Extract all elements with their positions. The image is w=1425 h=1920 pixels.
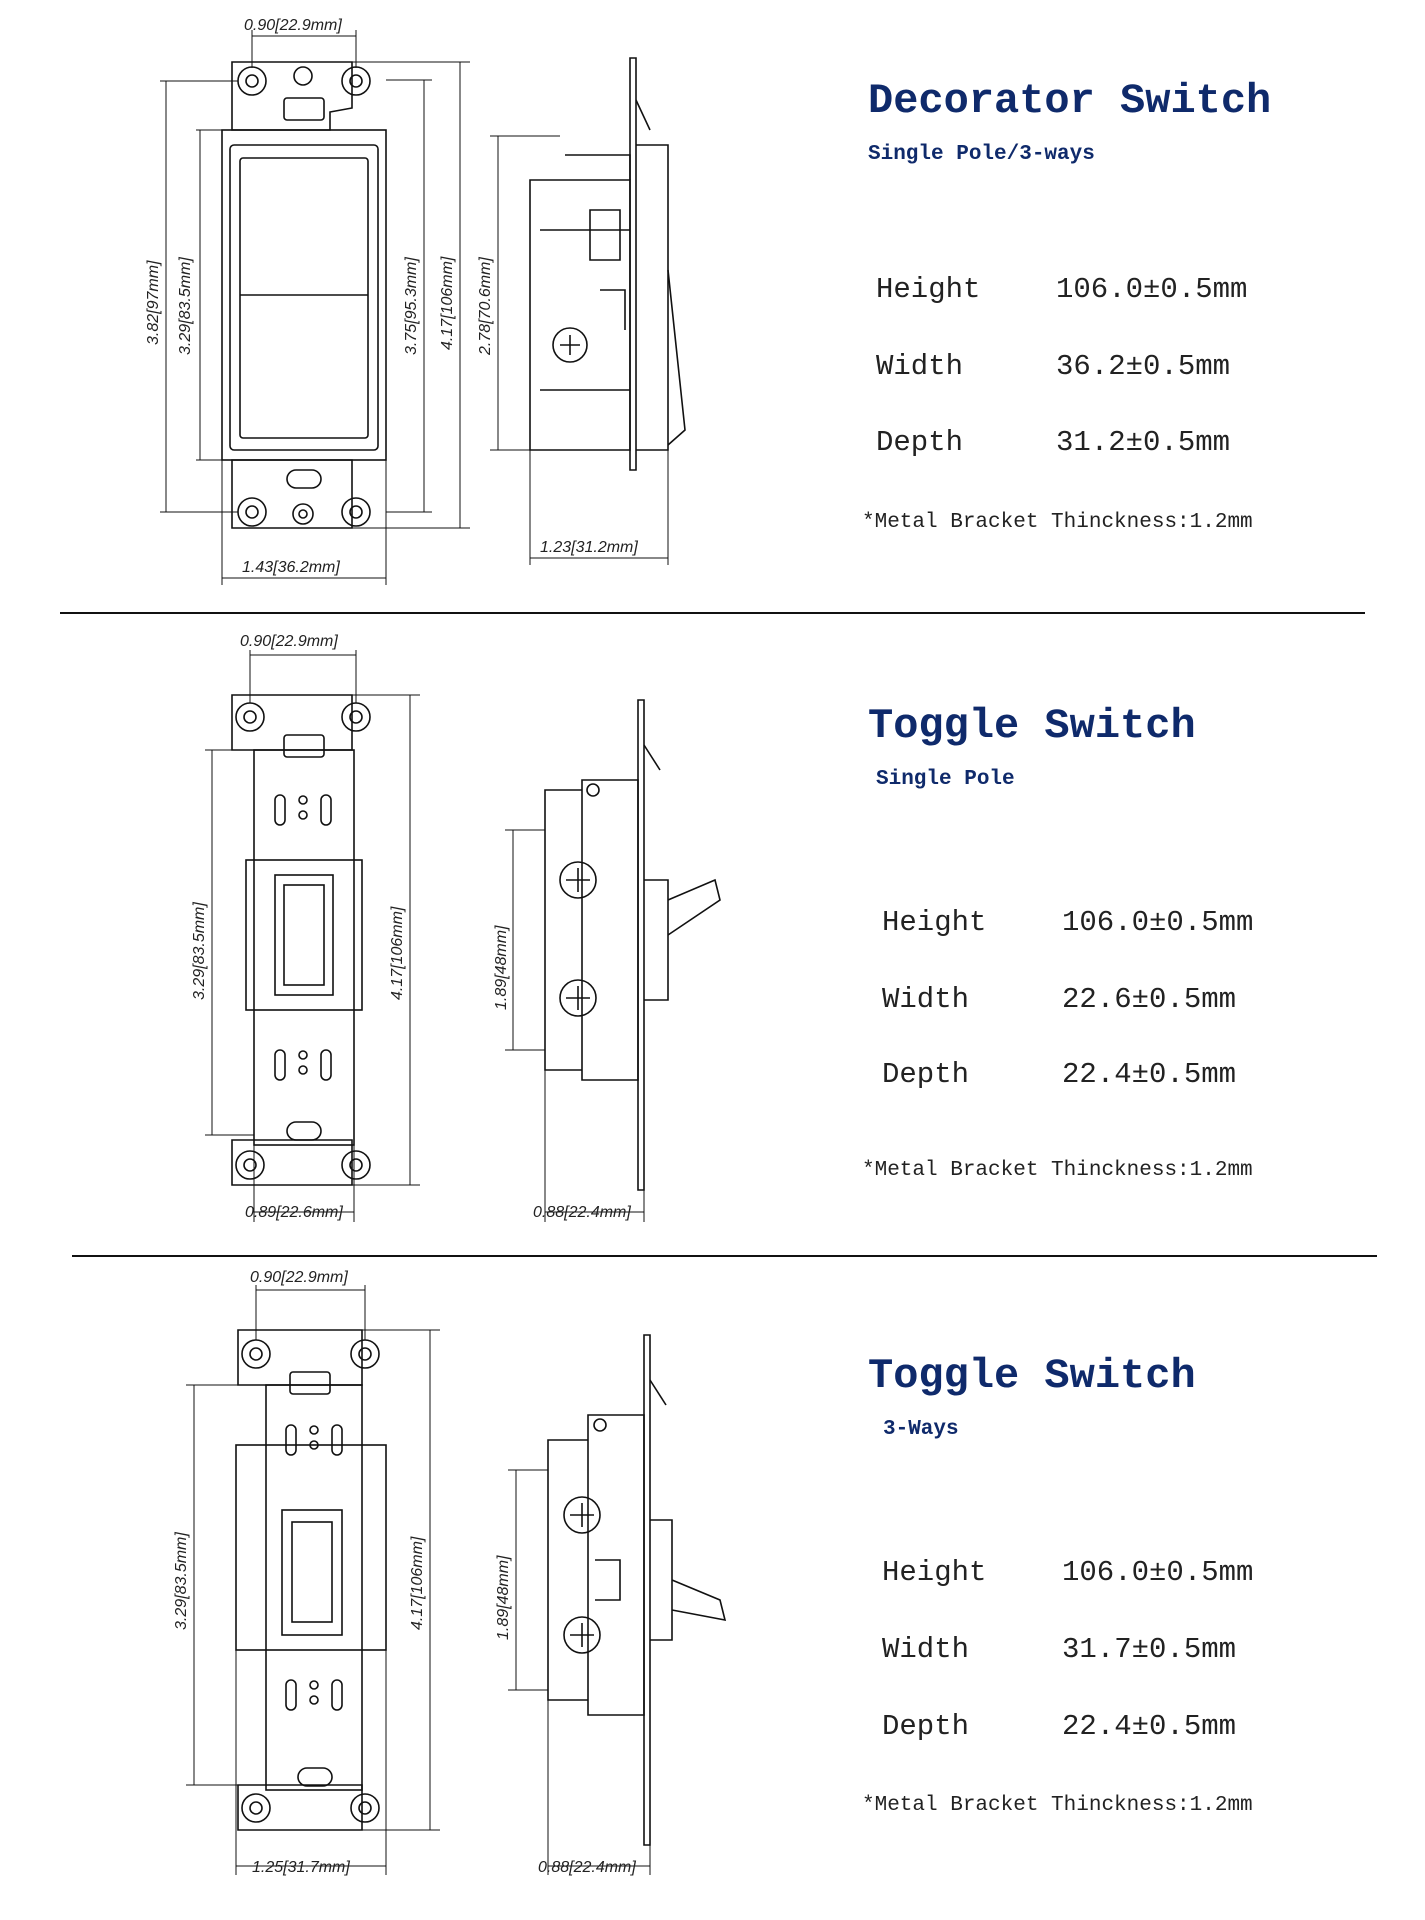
dim-s3-body-left: 3.29[83.5mm] — [173, 1532, 190, 1630]
spec-value: 31.2±0.5mm — [1056, 426, 1231, 459]
dim-s3-side-depth: 0.88[22.4mm] — [538, 1859, 636, 1876]
spec-label: Depth — [876, 426, 964, 459]
spec-title: Toggle Switch — [868, 1352, 1196, 1400]
spec-label: Height — [882, 906, 987, 939]
dim-s1-side-height: 2.78[70.6mm] — [477, 257, 494, 356]
spec-label: Depth — [882, 1058, 970, 1091]
spec-value: 22.6±0.5mm — [1062, 983, 1237, 1016]
spec-subtitle: Single Pole — [876, 768, 1015, 791]
dim-s3-side-height: 1.89[48mm] — [495, 1555, 512, 1640]
spec-label: Height — [876, 273, 981, 306]
dim-s2-top-spacing: 0.90[22.9mm] — [240, 633, 338, 650]
decorator-spec-header: Decorator Switch Single Pole/3-ways — [868, 80, 1271, 165]
spec-title: Toggle Switch — [868, 702, 1196, 750]
spec-label: Width — [882, 1633, 970, 1666]
dim-s1-body-left: 3.29[83.5mm] — [177, 257, 194, 355]
spec-title: Decorator Switch — [868, 77, 1272, 125]
toggle-3w-front-view — [186, 1285, 440, 1875]
spec-label: Depth — [882, 1710, 970, 1743]
toggle-sp-side-view — [505, 699, 721, 1222]
spec-value: 31.7±0.5mm — [1062, 1633, 1237, 1666]
dim-s3-front-width: 1.25[31.7mm] — [252, 1859, 350, 1876]
spec-row-width: Width 36.2±0.5mm — [876, 352, 1230, 381]
decorator-front-view — [160, 30, 470, 585]
toggle-3w-spec-header: Toggle Switch 3-Ways — [868, 1355, 1196, 1440]
decorator-side-view — [490, 57, 686, 565]
section-divider — [72, 1255, 1377, 1257]
dim-s1-overall-left: 3.82[97mm] — [145, 260, 162, 345]
spec-row-height: Height 106.0±0.5mm — [876, 275, 1247, 304]
toggle-sp-spec-header: Toggle Switch Single Pole — [868, 705, 1196, 790]
spec-label: Width — [882, 983, 970, 1016]
spec-row-width: Width 31.7±0.5mm — [882, 1635, 1236, 1664]
spec-value: 106.0±0.5mm — [1062, 1556, 1254, 1589]
bracket-note: *Metal Bracket Thinckness:1.2mm — [862, 511, 1253, 534]
toggle-sp-front-view — [205, 650, 420, 1222]
dim-s1-overall-right: 4.17[106mm] — [439, 256, 456, 350]
spec-row-height: Height 106.0±0.5mm — [882, 1558, 1253, 1587]
toggle-3w-side-view — [508, 1334, 727, 1875]
spec-value: 36.2±0.5mm — [1056, 350, 1231, 383]
spec-row-height: Height 106.0±0.5mm — [882, 908, 1253, 937]
dim-s1-top-spacing: 0.90[22.9mm] — [244, 17, 342, 34]
dim-s2-side-depth: 0.88[22.4mm] — [533, 1204, 631, 1221]
dim-s2-side-height: 1.89[48mm] — [493, 925, 510, 1010]
dim-s2-overall-right: 4.17[106mm] — [389, 906, 406, 1000]
dim-s2-body-left: 3.29[83.5mm] — [191, 902, 208, 1000]
spec-row-depth: Depth 31.2±0.5mm — [876, 428, 1230, 457]
spec-subtitle: Single Pole/3-ways — [868, 143, 1095, 166]
dim-s2-front-width: 0.89[22.6mm] — [245, 1204, 343, 1221]
dim-s3-top-spacing: 0.90[22.9mm] — [250, 1269, 348, 1286]
dim-s1-front-width: 1.43[36.2mm] — [242, 559, 340, 576]
spec-value: 22.4±0.5mm — [1062, 1710, 1237, 1743]
dim-s1-side-depth: 1.23[31.2mm] — [540, 539, 638, 556]
bracket-note: *Metal Bracket Thinckness:1.2mm — [862, 1794, 1253, 1817]
spec-label: Width — [876, 350, 964, 383]
spec-row-width: Width 22.6±0.5mm — [882, 985, 1236, 1014]
spec-subtitle: 3-Ways — [883, 1418, 959, 1441]
spec-value: 22.4±0.5mm — [1062, 1058, 1237, 1091]
spec-row-depth: Depth 22.4±0.5mm — [882, 1060, 1236, 1089]
spec-row-depth: Depth 22.4±0.5mm — [882, 1712, 1236, 1741]
spec-value: 106.0±0.5mm — [1056, 273, 1248, 306]
dim-s1-body-right: 3.75[95.3mm] — [403, 257, 420, 355]
dim-s3-overall-right: 4.17[106mm] — [409, 1536, 426, 1630]
spec-label: Height — [882, 1556, 987, 1589]
section-divider — [60, 612, 1365, 614]
bracket-note: *Metal Bracket Thinckness:1.2mm — [862, 1159, 1253, 1182]
spec-value: 106.0±0.5mm — [1062, 906, 1254, 939]
